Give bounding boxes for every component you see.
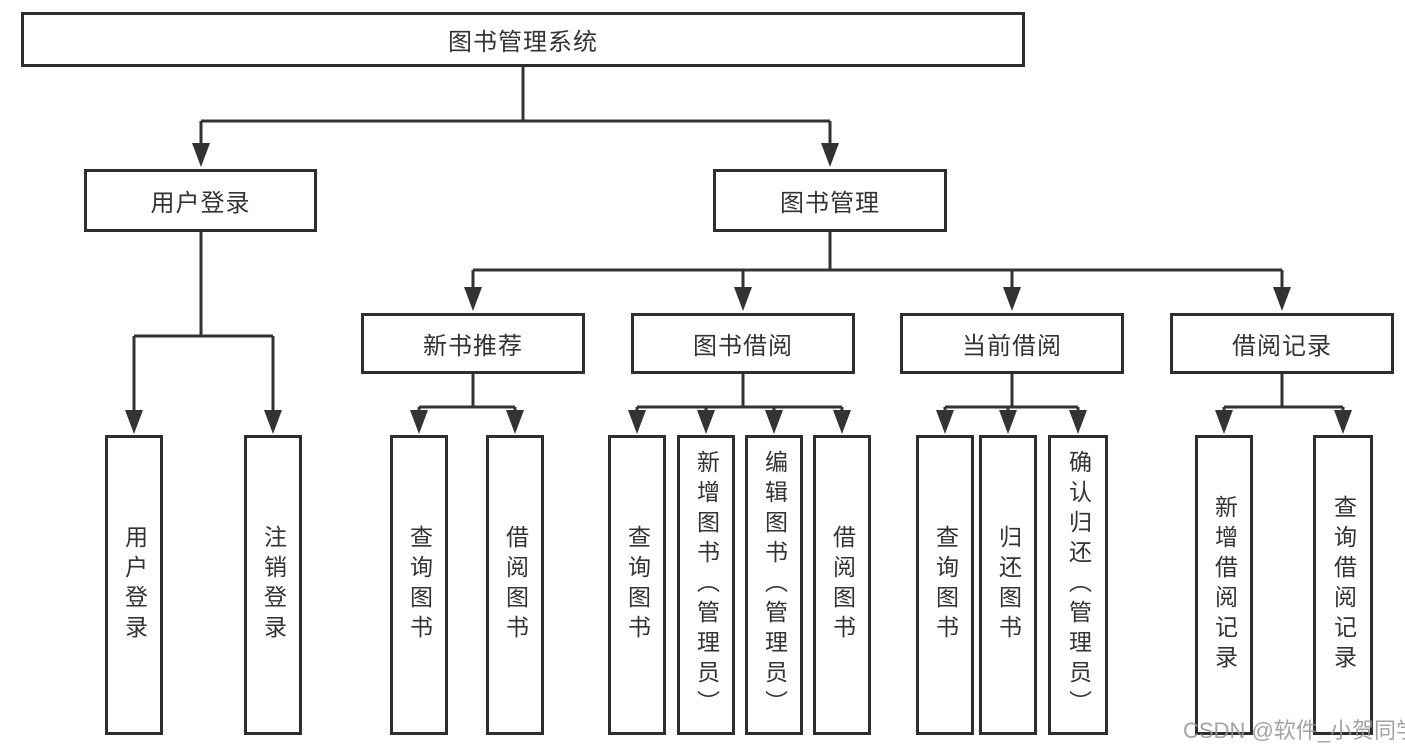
node-label: 图书管理 <box>780 190 880 217</box>
node-label: 注销登录 <box>260 525 287 645</box>
node-label: 新书推荐 <box>423 333 523 360</box>
node-label: 借阅记录 <box>1232 333 1332 360</box>
connector-root-to-level2 <box>192 66 839 167</box>
connector-book-mgmt-to-level3 <box>464 232 1291 311</box>
node-user-login: 用户登录 <box>84 169 317 232</box>
connector-new-books-to-leaves <box>410 374 524 434</box>
node-label: 借阅图书 <box>502 525 529 645</box>
csdn-watermark: CSDN @软件_小贺同学 <box>1183 718 1405 743</box>
node-book-management: 图书管理 <box>713 169 947 232</box>
node-label: 确认归还（管理员） <box>1065 450 1092 720</box>
node-label: 查询图书 <box>932 525 959 645</box>
node-borrowing-records: 借阅记录 <box>1170 313 1394 374</box>
node-label: 新增图书（管理员） <box>693 450 720 720</box>
node-label: 查询借阅记录 <box>1330 495 1357 675</box>
node-label: 图书借阅 <box>693 333 793 360</box>
node-leaf-add-books-admin: 新增图书（管理员） <box>677 435 735 735</box>
node-label: 归还图书 <box>995 525 1022 645</box>
node-leaf-query-borrow-record: 查询借阅记录 <box>1313 435 1373 735</box>
node-label: 用户登录 <box>150 190 251 217</box>
node-label: 用户登录 <box>121 525 148 645</box>
node-leaf-query-books-current: 查询图书 <box>916 435 974 735</box>
node-label: 查询图书 <box>624 525 651 645</box>
node-new-book-recommendation: 新书推荐 <box>361 313 585 374</box>
node-label: 借阅图书 <box>829 525 856 645</box>
connector-book-borrow-to-leaves <box>628 374 851 434</box>
node-book-borrowing: 图书借阅 <box>631 313 855 374</box>
node-leaf-logout: 注销登录 <box>244 435 302 735</box>
node-label: 图书管理系统 <box>448 29 598 56</box>
node-current-borrowing: 当前借阅 <box>900 313 1124 374</box>
node-library-management-system: 图书管理系统 <box>21 12 1025 67</box>
node-leaf-query-books-borrow: 查询图书 <box>608 435 666 735</box>
connector-current-borrow-to-leaves <box>936 374 1087 434</box>
connector-user-login-to-leaves <box>125 232 282 434</box>
node-label: 新增借阅记录 <box>1211 495 1238 675</box>
node-leaf-user-login: 用户登录 <box>105 435 163 735</box>
node-label: 编辑图书（管理员） <box>761 450 788 720</box>
node-label: 当前借阅 <box>962 333 1062 360</box>
node-leaf-add-borrow-record: 新增借阅记录 <box>1195 435 1253 735</box>
node-leaf-return-books: 归还图书 <box>979 435 1037 735</box>
node-leaf-borrow-books: 借阅图书 <box>813 435 871 735</box>
connector-borrow-records-to-leaves <box>1215 374 1352 434</box>
node-label: 查询图书 <box>406 525 433 645</box>
node-leaf-borrow-books-recommend: 借阅图书 <box>486 435 544 735</box>
node-leaf-confirm-return-admin: 确认归还（管理员） <box>1048 435 1108 735</box>
node-leaf-query-books-recommend: 查询图书 <box>390 435 448 735</box>
node-leaf-edit-books-admin: 编辑图书（管理员） <box>745 435 803 735</box>
